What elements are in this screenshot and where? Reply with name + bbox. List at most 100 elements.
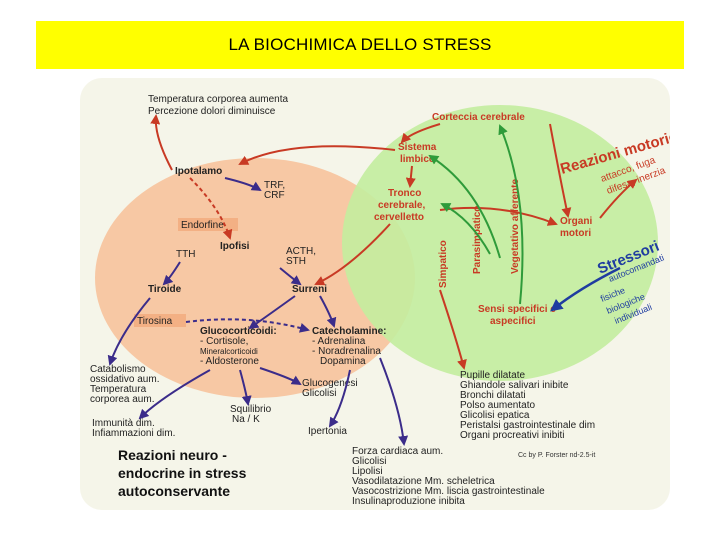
squilibrio-line-1: Squilibrio	[230, 404, 272, 415]
arrow-limbico-tronco	[405, 165, 416, 188]
effetto-surreni-5: Insulinaproduzione inibita	[352, 496, 465, 507]
arrow-organi-reazioni	[599, 178, 638, 219]
arrow-ipofisi-tiroide	[162, 261, 181, 286]
stress-diagram: Temperatura corporea aumenta Percezione …	[80, 78, 679, 510]
effetto-simpatico-0: Pupille dilatate	[460, 370, 525, 381]
arrow-tiroide-catabolismo	[107, 297, 151, 366]
diagram-svg: Temperatura corporea aumenta Percezione …	[80, 78, 679, 510]
glucogenesi-line-1: Glucogenesi	[302, 378, 358, 389]
glucogenesi-line-2: Glicolisi	[302, 388, 336, 399]
effetto-simpatico-2: Bronchi dilatati	[460, 390, 526, 401]
effetto-surreni-1: Glicolisi	[352, 456, 386, 467]
arrow-corteccia-limbico	[400, 123, 441, 144]
gluco-line-1: Glucocorticoidi:	[200, 326, 277, 337]
arrow-simpatico-effetti	[439, 289, 467, 370]
endorfine-label: Endorfine	[181, 220, 224, 231]
cat-line-3: - Noradrenalina	[312, 346, 381, 357]
effetto-simpatico-3: Polso aumentato	[460, 400, 535, 411]
effetto-simpatico-4: Glicolisi epatica	[460, 410, 530, 421]
catabolismo-line-1: Catabolismo	[90, 364, 146, 375]
purple-arrows	[107, 177, 409, 446]
bottom-title-line-3: autoconservante	[118, 483, 230, 499]
arrow-surreni-cat	[319, 295, 337, 328]
effetto-surreni-3: Vasodilatazione Mm. scheletrica	[352, 476, 495, 487]
arrow-gluco-immunita	[138, 369, 211, 420]
arrow-sensi-corteccia	[498, 124, 524, 305]
immunita-line-2: Infiammazioni dim.	[92, 428, 175, 439]
tirosina-box	[134, 314, 186, 327]
tronco-line-2: cerebrale,	[378, 200, 425, 211]
effetto-surreni-2: Lipolisi	[352, 466, 383, 477]
arrow-limbico-ipotalamo	[238, 145, 396, 165]
arrow-cat-ipertonia	[328, 369, 351, 428]
trf-line-1: TRF,	[264, 180, 285, 191]
page-title: LA BIOCHIMICA DELLO STRESS	[228, 35, 492, 54]
squilibrio-line-2: Na / K	[232, 414, 260, 425]
surreni-label: Surreni	[292, 284, 327, 295]
catabolismo-line-2: ossidativo aum.	[90, 374, 159, 385]
ipofisi-label: Ipofisi	[220, 241, 250, 252]
arrow-gluco-glucogenesi	[259, 367, 302, 386]
arrow-tronco-surreni	[314, 223, 391, 286]
trf-line-2: CRF	[264, 190, 285, 201]
nervous-zone	[342, 105, 658, 381]
simpatico-label: Simpatico	[438, 240, 449, 288]
parasimpatico-label: Parasimpatico	[472, 206, 483, 274]
gluco-line-4: - Aldosterone	[200, 356, 259, 367]
tirosina-label: Tirosina	[137, 316, 173, 327]
top-left-line-1: Temperatura corporea aumenta	[148, 94, 289, 105]
organi-motori-line-1: Organi	[560, 216, 592, 227]
arrow-ipotalamo-trf	[224, 177, 262, 192]
arrow-stressori-sensi	[550, 266, 621, 312]
bottom-title-line-1: Reazioni neuro -	[118, 447, 227, 463]
vegetativo-label: Vegetativo afferente	[510, 179, 521, 274]
arrow-surreni-gluco	[248, 295, 296, 330]
credit-label: Cc by P. Forster nd-2.5-it	[518, 452, 595, 459]
immunita-line-1: Immunità dim.	[92, 418, 155, 429]
acth-line-1: ACTH,	[286, 246, 316, 257]
effetto-simpatico-6: Organi procreativi inibiti	[460, 430, 565, 441]
organi-motori-line-2: motori	[560, 228, 591, 239]
ipertonia-label: Ipertonia	[308, 426, 347, 437]
cat-line-2: - Adrenalina	[312, 336, 366, 347]
cat-line-1: Catecholamine:	[312, 326, 386, 337]
arrow-tirosina-cat	[185, 318, 310, 333]
effetti-simpatico-list: Pupille dilatate Ghiandole salivari inib…	[460, 370, 595, 441]
tronco-line-3: cervelletto	[374, 212, 424, 223]
arrow-ipofisi-surreni	[279, 267, 302, 286]
arrow-ipotalamo-top	[150, 114, 173, 171]
top-left-line-2: Percezione dolori diminuisce	[148, 106, 276, 117]
effetto-surreni-0: Forza cardiaca aum.	[352, 446, 443, 457]
arrow-sensi-tronco	[440, 203, 491, 255]
gluco-line-2: - Cortisole,	[200, 336, 248, 347]
sensi-line-1: Sensi specifici e	[478, 304, 556, 315]
endorfine-box	[178, 218, 238, 231]
arrow-cat-effetti	[379, 357, 409, 446]
cat-line-4: Dopamina	[320, 356, 366, 367]
sensi-line-2: aspecifici	[490, 316, 536, 327]
arrow-ipotalamo-ipofisi	[189, 177, 233, 240]
endocrine-zone	[95, 158, 415, 398]
title-bar: LA BIOCHIMICA DELLO STRESS	[36, 21, 684, 69]
effetto-simpatico-1: Ghiandole salivari inibite	[460, 380, 569, 391]
effetto-simpatico-5: Peristalsi gastrointestinale dim	[460, 420, 595, 431]
sistema-limbico-line-2: limbico	[400, 154, 435, 165]
gluco-line-3: Mineralcorticoidi	[200, 347, 258, 356]
catabolismo-line-4: corporea aum.	[90, 394, 154, 405]
tronco-line-1: Tronco	[388, 188, 421, 199]
bottom-title-line-2: endocrine in stress	[118, 465, 247, 481]
sistema-limbico-line-1: Sistema	[398, 142, 437, 153]
effetto-surreni-4: Vasocostrizione Mm. liscia gastrointesti…	[352, 486, 545, 497]
arrow-sensi-limbico	[428, 154, 501, 259]
green-arrows	[428, 124, 524, 305]
ipotalamo-label: Ipotalamo	[175, 166, 222, 177]
acth-line-2: STH	[286, 256, 306, 267]
blue-arrows	[550, 266, 621, 312]
effetti-surreni-list: Forza cardiaca aum. Glicolisi Lipolisi V…	[352, 446, 545, 507]
catabolismo-line-3: Temperatura	[90, 384, 147, 395]
tth-label: TTH	[176, 249, 195, 260]
arrow-gluco-squilibrio	[239, 369, 252, 406]
corteccia-label: Corteccia cerebrale	[432, 112, 525, 123]
tiroide-label: Tiroide	[148, 284, 182, 295]
red-arrows	[150, 114, 638, 370]
